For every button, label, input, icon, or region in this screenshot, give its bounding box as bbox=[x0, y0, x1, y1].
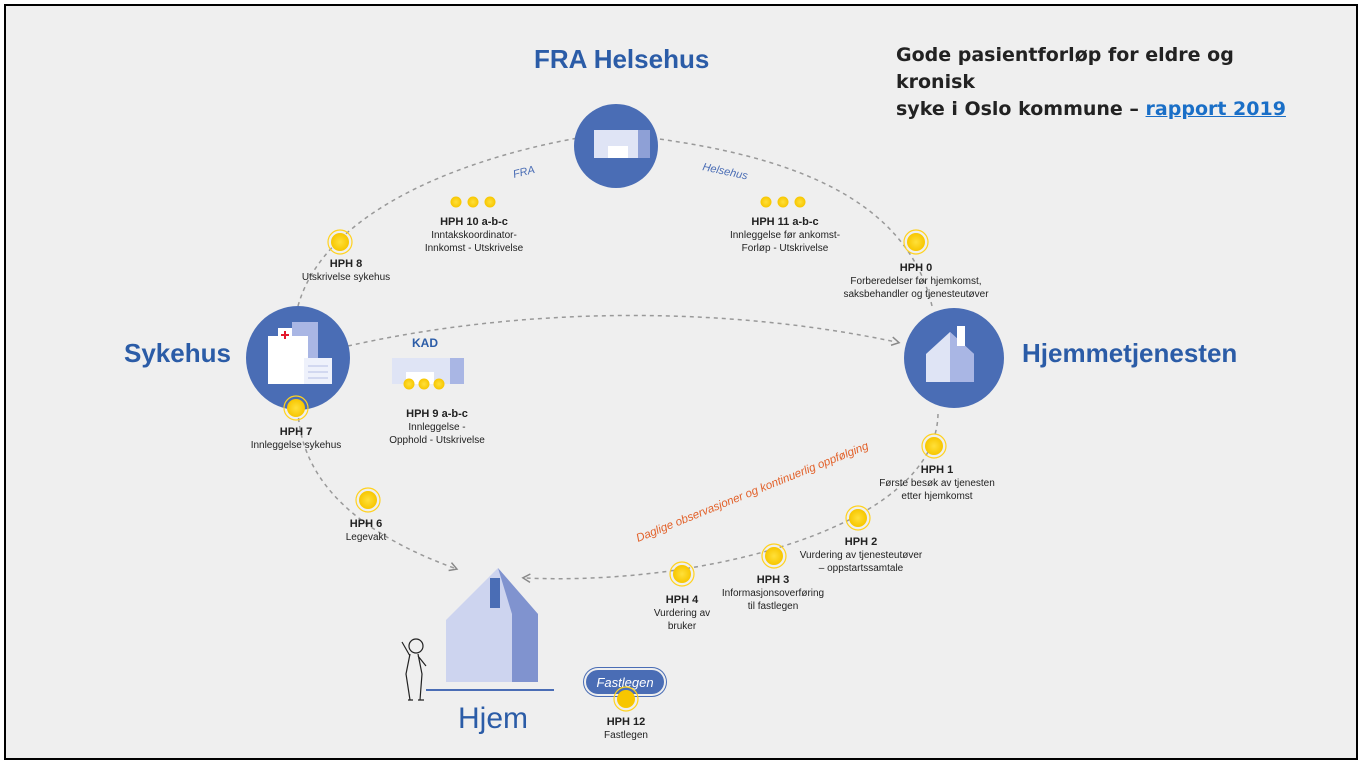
hph6-code: HPH 6 bbox=[349, 518, 383, 530]
hph0-label: HPH 0 Forberedelser før hjemkomst, saksb… bbox=[826, 262, 1006, 301]
hph1-desc-1: Første besøk av tjenesten bbox=[879, 478, 995, 489]
hph0-dot-icon bbox=[903, 229, 929, 255]
hph4-dot-icon bbox=[669, 561, 695, 587]
hph2-code: HPH 2 bbox=[844, 536, 878, 548]
hph8-label: HPH 8 Utskrivelse sykehus bbox=[286, 258, 406, 284]
hph0-desc-2: saksbehandler og tjenesteutøver bbox=[843, 289, 989, 300]
hph10-desc-2: Innkomst - Utskrivelse bbox=[424, 243, 524, 254]
hph6-label: HPH 6 Legevakt bbox=[326, 518, 406, 544]
hph2-desc-1: Vurdering av tjenesteutøver bbox=[799, 550, 923, 561]
hph2-label: HPH 2 Vurdering av tjenesteutøver – opps… bbox=[786, 536, 936, 575]
hph9-label: HPH 9 a-b-c Innleggelse - Opphold - Utsk… bbox=[372, 408, 502, 447]
hph4-label: HPH 4 Vurdering av bruker bbox=[632, 594, 732, 633]
hph10-label: HPH 10 a-b-c Inntakskoordinator- Innkoms… bbox=[404, 216, 544, 255]
hph7-dot-icon bbox=[283, 395, 309, 421]
hph1-dot-icon bbox=[921, 433, 947, 459]
hph-dots bbox=[283, 196, 947, 587]
place-sykehus: Sykehus bbox=[124, 338, 231, 368]
hph3-label: HPH 3 Informasjonsoverføring til fastleg… bbox=[708, 574, 838, 613]
hph11-code: HPH 11 a-b-c bbox=[751, 216, 819, 228]
hph4-desc-1: Vurdering av bbox=[653, 608, 711, 619]
hph6-desc: Legevakt bbox=[345, 532, 387, 543]
hph0-code: HPH 0 bbox=[899, 262, 933, 274]
hph1-desc-2: etter hjemkomst bbox=[901, 491, 973, 502]
hph11-desc-2: Forløp - Utskrivelse bbox=[741, 243, 829, 254]
path-helsehus-to-hjemmetjenesten bbox=[651, 137, 933, 307]
person-icon bbox=[401, 638, 427, 701]
path-sykehus-to-helsehus bbox=[297, 137, 579, 307]
hph1-code: HPH 1 bbox=[920, 464, 954, 476]
path-sykehus-to-hjem bbox=[297, 409, 459, 572]
hph9-desc-2: Opphold - Utskrivelse bbox=[389, 435, 485, 446]
hph12-label: HPH 12 Fastlegen bbox=[586, 716, 666, 742]
hph7-code: HPH 7 bbox=[279, 426, 313, 438]
hph3-dot-icon bbox=[761, 543, 787, 569]
place-hjemmetjenesten: Hjemmetjenesten bbox=[1022, 338, 1238, 368]
hph3-code: HPH 3 bbox=[756, 574, 790, 586]
hph7-label: HPH 7 Innleggelse sykehus bbox=[236, 426, 356, 452]
hph9-dots-icon bbox=[403, 378, 445, 390]
hph4-code: HPH 4 bbox=[665, 594, 699, 606]
hph8-code: HPH 8 bbox=[329, 258, 363, 270]
report-title: Gode pasientforløp for eldre og kronisk … bbox=[896, 42, 1316, 123]
curve-label-fra: FRA bbox=[512, 164, 536, 181]
hph12-dot-icon bbox=[613, 686, 639, 712]
hph12-desc: Fastlegen bbox=[604, 730, 648, 741]
hph9-code: HPH 9 a-b-c bbox=[406, 408, 468, 420]
hph9-desc-1: Innleggelse - bbox=[408, 422, 466, 433]
hph7-desc: Innleggelse sykehus bbox=[250, 440, 342, 451]
hph10-code: HPH 10 a-b-c bbox=[440, 216, 508, 228]
hph8-desc: Utskrivelse sykehus bbox=[301, 272, 391, 283]
report-link[interactable]: rapport 2019 bbox=[1145, 98, 1286, 120]
hph10-desc-1: Inntakskoordinator- bbox=[431, 230, 517, 241]
hph2-dot-icon bbox=[845, 505, 871, 531]
place-fra-helsehus: FRA Helsehus bbox=[534, 44, 710, 74]
hph10-dots-icon bbox=[450, 196, 496, 208]
kad-building-icon bbox=[392, 358, 464, 384]
hph6-dot-icon bbox=[355, 487, 381, 513]
hph0-desc-1: Forberedelser før hjemkomst, bbox=[850, 276, 982, 287]
hph11-dots-icon bbox=[760, 196, 806, 208]
hjem-house-icon bbox=[426, 568, 554, 691]
hph4-desc-2: bruker bbox=[667, 621, 697, 632]
hph12-code: HPH 12 bbox=[606, 716, 646, 728]
hph3-desc-1: Informasjonsoverføring bbox=[721, 588, 825, 599]
diagram-graphics: FRA Helsehus Daglige observasjoner og ko… bbox=[246, 104, 1004, 701]
curve-label-helsehus: Helsehus bbox=[701, 161, 749, 182]
sykehus-circle-icon bbox=[246, 306, 350, 410]
hph2-desc-2: – oppstartssamtale bbox=[818, 563, 904, 574]
hph3-desc-2: til fastlegen bbox=[747, 601, 799, 612]
hjemmetjenesten-circle-icon bbox=[904, 308, 1004, 408]
report-title-line2: syke i Oslo kommune – bbox=[896, 98, 1146, 120]
kad-label: KAD bbox=[412, 336, 438, 350]
hph1-label: HPH 1 Første besøk av tjenesten etter hj… bbox=[862, 464, 1012, 503]
diagram-canvas: Gode pasientforløp for eldre og kronisk … bbox=[4, 4, 1358, 760]
helsehus-circle-icon bbox=[574, 104, 658, 188]
fastlegen-pill: Fastlegen bbox=[586, 670, 664, 694]
hph11-label: HPH 11 a-b-c Innleggelse før ankomst- Fo… bbox=[710, 216, 860, 255]
hph11-desc-1: Innleggelse før ankomst- bbox=[729, 230, 841, 241]
report-title-line1: Gode pasientforløp for eldre og kronisk bbox=[896, 44, 1234, 93]
place-hjem: Hjem bbox=[458, 702, 529, 735]
hph8-dot-icon bbox=[327, 229, 353, 255]
curve-label-daglige: Daglige observasjoner og kontinuerlig op… bbox=[635, 440, 871, 545]
